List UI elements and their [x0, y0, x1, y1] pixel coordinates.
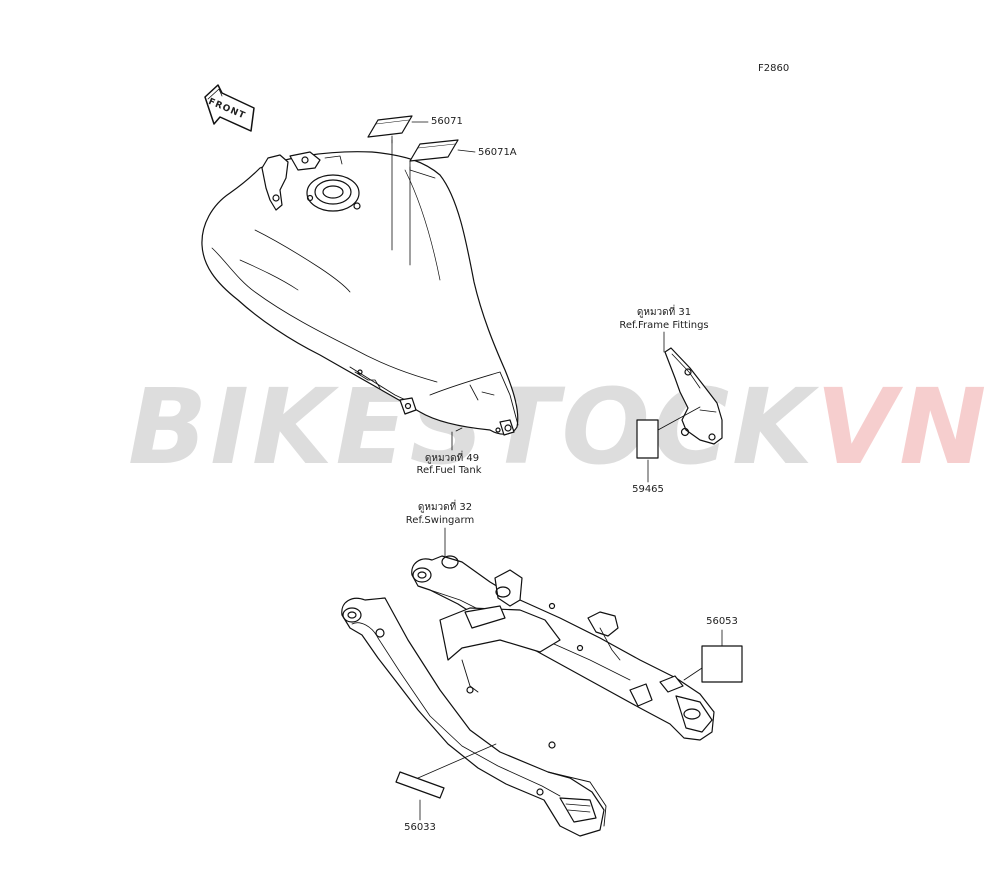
ref-swingarm-thai: ดูหมวดที่ 32	[417, 502, 473, 513]
ref-fuel-tank: Ref.Fuel Tank	[416, 465, 482, 476]
part-number-56071: 56071	[431, 116, 463, 127]
part-number-56071a: 56071A	[478, 147, 517, 158]
part-number-56053: 56053	[706, 616, 738, 627]
part-number-56033: 56033	[404, 822, 436, 833]
frame-fitting-drawing	[664, 347, 723, 445]
label-56033-shape	[395, 771, 445, 799]
front-arrow-icon	[204, 84, 255, 132]
fuel-tank-drawing	[201, 151, 519, 436]
label-56071a-shape	[409, 139, 459, 162]
ref-frame-fittings: Ref.Frame Fittings	[619, 320, 709, 331]
watermark-part2: VN	[815, 366, 990, 488]
ref-fuel-tank-thai: ดูหมวดที่ 49	[424, 453, 480, 464]
label-56071-shape	[367, 115, 413, 138]
ref-swingarm: Ref.Swingarm	[405, 515, 475, 526]
swingarm-drawing	[341, 555, 715, 837]
figure-code: F2860	[758, 63, 790, 74]
ref-frame-fittings-thai: ดูหมวดที่ 31	[636, 307, 692, 318]
label-59465-shape	[636, 419, 659, 459]
part-number-59465: 59465	[632, 484, 664, 495]
label-56053-shape	[701, 645, 743, 683]
